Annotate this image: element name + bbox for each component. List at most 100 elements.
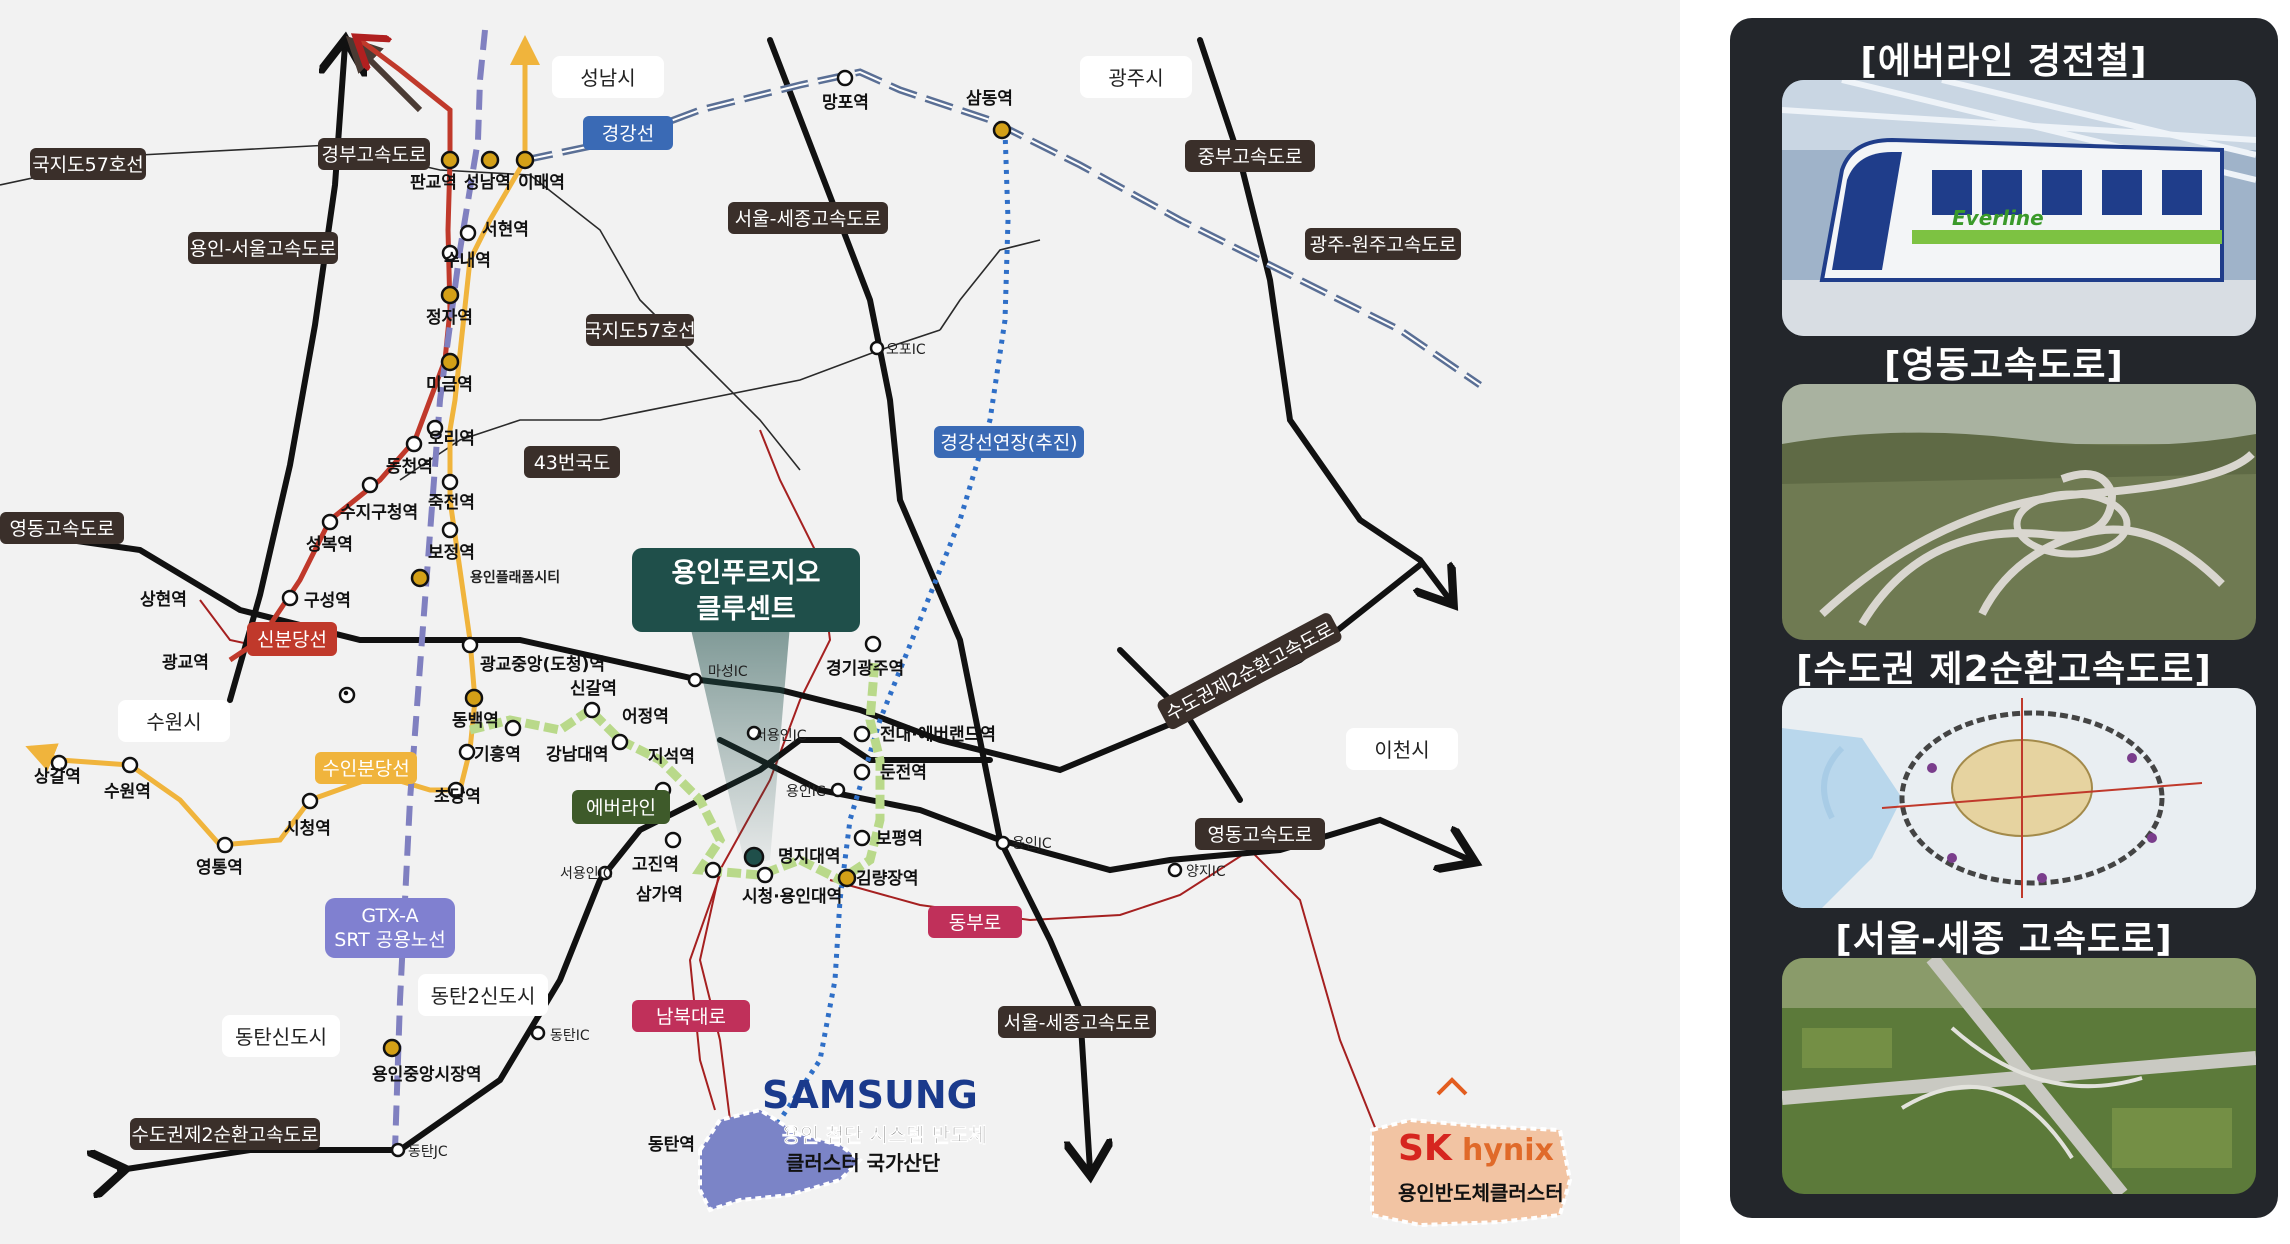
station-seohyeon: 서현역 <box>482 220 529 240</box>
samsung-cluster: SAMSUNG 용인 첨단 시스템 반도체 클러스터 국가산단 <box>698 1073 987 1213</box>
sinbundang-line-north <box>360 40 453 160</box>
local-road-57 <box>0 144 801 471</box>
station-dongtan: 용인중앙시장역 <box>372 1065 481 1085</box>
station-samga: 고진역 <box>632 855 679 875</box>
station-samdong: 망포역 <box>822 93 869 113</box>
road-label-capital-ring-east: 수도권제2순환고속도로 <box>1162 618 1337 725</box>
station-gwanggyo-jungang: 광교역 <box>162 653 209 673</box>
ic-labels: 오포IC 마성IC 서용인JC 용인IC 용인JC 양지IC 서용인IC 동탄I… <box>408 342 1226 1160</box>
city-seongnam: 성남시 <box>580 66 635 90</box>
station-dunjeon: 전대·에버랜드역 <box>880 725 996 745</box>
panel-title-everline: [에버라인 경전철] <box>1860 41 2148 82</box>
center-label: 용인푸르지오 클루센트 <box>632 548 860 632</box>
road-label-43: 43번국도 <box>534 452 611 474</box>
road-label-capital-ring-west: 수도권제2순환고속도로 <box>132 1124 319 1146</box>
photo-everline: Everline <box>1782 80 2256 336</box>
line-label-suin: 수인분당선 <box>322 758 409 780</box>
line-label-sinbundang: 신분당선 <box>257 629 327 651</box>
road-label-57-central: 국지도57호선 <box>584 320 696 342</box>
road-label-yongin-seoul: 용인-서울고속도로 <box>190 238 337 260</box>
station-gangnamdae: 기흥역 <box>474 744 521 765</box>
road-label-yeongdong-east: 영동고속도로 <box>1208 824 1313 846</box>
everline-train-text: Everline <box>1952 206 2044 230</box>
seoul-sejong-expressway <box>767 37 1090 1170</box>
ic-opo: 오포IC <box>886 342 926 358</box>
station-myongji: 시청·용인대역 <box>742 886 842 907</box>
center-label-line1: 용인푸르지오 <box>671 558 820 589</box>
station-everland: 경기광주역 <box>826 659 904 679</box>
station-bopyeong: 둔전역 <box>880 763 927 783</box>
panel-title-yeongdong: [영동고속도로] <box>1884 345 2124 386</box>
ic-maseong: 마성IC <box>708 664 748 680</box>
local-road-north <box>939 239 1041 331</box>
line-label-gyeonggang: 경강선 <box>602 123 654 145</box>
ic-yangji: 양지IC <box>1186 864 1226 880</box>
station-ori: 오리역 <box>428 429 475 449</box>
transport-map: 성남시 광주시 수원시 이천시 동탄2신도시 동탄신도시 국지도57호선 경부고… <box>0 0 1680 1244</box>
station-jiseok: 강남대역 <box>546 745 609 765</box>
ic-seoyongin: 서용인IC <box>560 866 613 882</box>
line-label-nambuk: 남북대로 <box>656 1006 726 1028</box>
station-gimnyangjang: 명지대역 <box>778 847 841 867</box>
line-label-gyeonggang-ext: 경강선연장(추진) <box>940 432 1077 454</box>
photo-panel: [에버라인 경전철] Everline [영동고속도로] <box>1730 18 2278 1218</box>
station-jukjeon: 죽전역 <box>428 493 475 513</box>
road-label-jungbu: 중부고속도로 <box>1198 146 1303 168</box>
station-idong: 동탄역 <box>648 1135 695 1155</box>
spotlight <box>690 625 790 865</box>
photo-yeongdong <box>1782 384 2256 640</box>
station-giheung: 동백역 <box>452 711 499 731</box>
city-gwangju: 광주시 <box>1108 66 1163 90</box>
skhynix-cluster: SK hynix 용인반도체클러스터 <box>1370 1077 1573 1228</box>
city-dongtan: 동탄신도시 <box>235 1025 327 1049</box>
everline-line <box>468 659 885 886</box>
jc-yongin: 용인JC <box>1012 836 1052 852</box>
station-dongcheon: 동천역 <box>386 457 433 477</box>
skhynix-caption: 용인반도체클러스터 <box>1398 1181 1564 1205</box>
station-suji: 수지구청역 <box>340 502 418 523</box>
jungbu-expressway <box>1197 37 1450 600</box>
station-singal: 광교중앙(도청)역 <box>480 654 605 675</box>
ic-dongtan: 동탄IC <box>550 1028 590 1044</box>
gyeonggang-extension <box>747 129 1011 1172</box>
station-chodang: 지석역 <box>648 747 695 767</box>
road-label-seoul-sejong-north: 서울-세종고속도로 <box>735 208 882 230</box>
road-label-gwangju-wonju: 광주-원주고속도로 <box>1310 234 1457 256</box>
nambuk-road <box>688 874 721 1111</box>
station-seongbok: 성복역 <box>306 535 353 555</box>
city-dongtan2: 동탄2신도시 <box>431 984 536 1008</box>
line-labels: 경강선 경강선연장(추진) 신분당선 수인분당선 에버라인 GTX-A SRT … <box>247 116 1084 1032</box>
city-suwon: 수원시 <box>146 710 201 734</box>
station-eojeong: 신갈역 <box>570 679 617 699</box>
station-yeongtong: 시청역 <box>284 818 331 839</box>
photo-seoul-sejong <box>1782 958 2256 1194</box>
yeongdong-expressway-east <box>717 737 1470 870</box>
line-label-everline: 에버라인 <box>586 797 656 819</box>
sk-logo: SK <box>1398 1128 1453 1169</box>
line-label-gtx: GTX-A <box>361 905 418 927</box>
station-platform-city: 용인플래폼시티 <box>470 569 560 586</box>
sinbundang-line <box>228 159 453 663</box>
map-canvas: 성남시 광주시 수원시 이천시 동탄2신도시 동탄신도시 국지도57호선 경부고… <box>0 29 1573 1228</box>
station-sicheong-yongindae: 삼가역 <box>636 885 683 905</box>
city-icheon: 이천시 <box>1374 738 1429 762</box>
gyeonggang-line-inner <box>524 70 1481 386</box>
ic-yongin: 용인IC <box>786 784 826 800</box>
station-labels: 판교역 성남역 이매역 서현역 수내역 정자역 미금역 오리역 동천역 죽전역 … <box>34 89 1013 1155</box>
line-label-dongbu: 동부로 <box>949 912 1001 934</box>
station-seongnam: 성남역 <box>464 173 511 193</box>
station-gwanggyo: 상현역 <box>140 590 187 610</box>
samsung-caption-1: 용인 첨단 시스템 반도체 <box>782 1123 987 1147</box>
panel-title-ring: [수도권 제2순환고속도로] <box>1796 649 2212 690</box>
station-imae: 이매역 <box>518 173 565 193</box>
samsung-logo: SAMSUNG <box>762 1073 978 1117</box>
station-gyeonggi-gwangju: 삼동역 <box>966 89 1013 109</box>
road-label-57-west: 국지도57호선 <box>32 154 144 176</box>
line-label-srt: SRT 공용노선 <box>334 929 445 951</box>
photo-ring-map <box>1782 688 2256 908</box>
station-suwon: 상갈역 <box>34 767 81 787</box>
station-sanggal: 초당역 <box>434 787 481 807</box>
center-label-line2: 클루센트 <box>696 594 795 625</box>
station-migeum: 미금역 <box>426 375 473 395</box>
local-roads <box>0 144 1041 481</box>
